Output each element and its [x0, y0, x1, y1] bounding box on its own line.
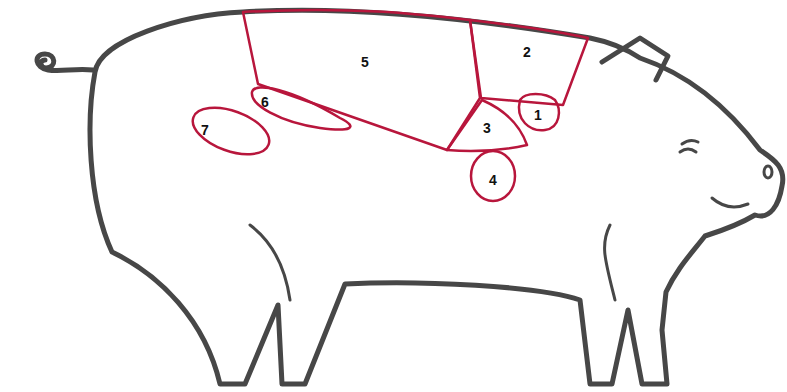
- callout-number: 4: [489, 173, 497, 187]
- cut-region: 4: [467, 147, 519, 205]
- cut-region: 2: [464, 15, 594, 110]
- callout-number: 3: [483, 121, 491, 135]
- region-outline: [238, 4, 486, 154]
- callout-number: 1: [534, 108, 542, 122]
- cut-region: 7: [186, 104, 276, 158]
- region-outline: [464, 15, 594, 110]
- region-outline: [186, 104, 276, 158]
- callout-number: 5: [361, 55, 369, 69]
- callout-number: 2: [523, 45, 531, 59]
- cut-region: 3: [442, 95, 532, 157]
- callout-number: 6: [261, 95, 269, 109]
- cut-region: 5: [238, 4, 486, 154]
- callout-number: 7: [201, 123, 209, 137]
